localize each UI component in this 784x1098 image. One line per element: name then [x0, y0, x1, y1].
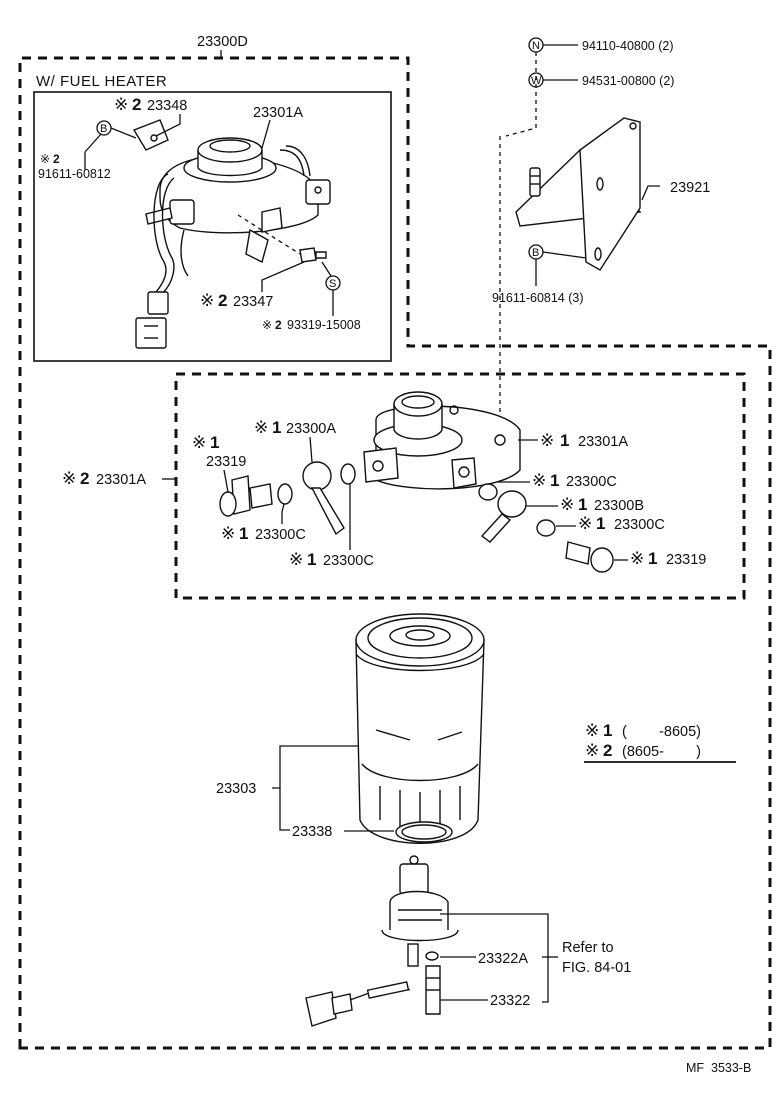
bolt-bracket-number: 91611-60814 (3) [492, 291, 584, 305]
p23300A-number: 23300A [286, 421, 336, 437]
bolt-top-left-code: 2 [53, 152, 60, 166]
bolt-top-left-number: 91611-60812 [38, 167, 111, 181]
p23300A-code: 1 [272, 418, 281, 437]
p23301A-left-mark: ※ [62, 469, 76, 489]
legend-row1-mark: ※ [585, 721, 599, 741]
p23319-left-leader [223, 469, 229, 493]
bolt-bracket-circle-letter: B [532, 247, 539, 259]
p23347-mark: ※ [200, 291, 214, 311]
p23322-number: 23322 [490, 993, 530, 1009]
p23301A-top-number: 23301A [253, 105, 303, 121]
p23300C-right2-number: 23300C [614, 517, 665, 533]
p23300C-left2-code: 1 [307, 550, 316, 569]
p23301A-left-number: 23301A [96, 472, 146, 488]
filter-leader-bottom [279, 788, 290, 831]
p23300C-left1-leader [281, 503, 285, 524]
p23319-left-code: 1 [210, 433, 219, 452]
sensor-drawing [305, 855, 459, 1027]
p23319-right-number: 23319 [666, 552, 706, 568]
p23301A-mid-code: 1 [560, 431, 569, 450]
p23300C-right1-mark: ※ [532, 471, 546, 491]
p23301A-mid-mark: ※ [540, 431, 554, 451]
figure-id: MF 3533-B [686, 1061, 751, 1075]
p23300B-mark: ※ [560, 495, 574, 515]
p23300B-code: 1 [578, 495, 587, 514]
p23348-mark: ※ [114, 95, 128, 115]
nut-n-number: 94110-40800 (2) [582, 39, 674, 53]
p23300C-right2-code: 1 [596, 514, 605, 533]
p23300C-left2-number: 23300C [323, 553, 374, 569]
legend-row2-mark: ※ [585, 741, 599, 761]
p23319-left-mark: ※ [192, 433, 206, 453]
legend-row2-code: 2 [603, 741, 612, 760]
washer-w-number: 94531-00800 (2) [582, 74, 674, 88]
screw-s-mark: ※ [262, 318, 272, 332]
p23319-right-mark: ※ [630, 549, 644, 569]
p23347-leader [261, 261, 305, 292]
filter-leader-top [272, 745, 358, 789]
p23347-code: 2 [218, 291, 227, 310]
nut-washer-dash-leader [505, 52, 537, 137]
p23300C-left1-code: 1 [239, 524, 248, 543]
p23301A-mid-number: 23301A [578, 434, 628, 450]
p23347-number: 23347 [233, 294, 273, 310]
p23319-right-code: 1 [648, 549, 657, 568]
p23300B-number: 23300B [594, 498, 644, 514]
fuel-heater-title: W/ FUEL HEATER [36, 73, 167, 90]
filter-head-drawing [219, 391, 614, 573]
screw-s-circle-letter: S [329, 278, 336, 290]
bolt-top-left-circle [96, 120, 112, 136]
bolt-bracket-leader [542, 251, 587, 259]
bolt-top-left-mark: ※ [40, 152, 50, 166]
oring-inner [401, 824, 447, 840]
washer-w-circle-letter: W [531, 75, 542, 87]
p23300C-right1-number: 23300C [566, 474, 617, 490]
screw-s-code: 2 [275, 318, 282, 332]
bracket-leader [641, 185, 660, 201]
screw-s-number: 93319-15008 [287, 318, 361, 332]
p23301A-top-leader [261, 119, 271, 149]
p23300C-right1-code: 1 [550, 471, 559, 490]
oring-number: 23338 [292, 824, 332, 840]
p23348-code: 2 [132, 95, 141, 114]
filter-number: 23303 [216, 781, 256, 797]
legend-row1-code: 1 [603, 721, 612, 740]
p23300C-left1-number: 23300C [255, 527, 306, 543]
p23319-left-number: 23319 [206, 454, 246, 470]
p23301A-left-code: 2 [80, 469, 89, 488]
legend-row1-text: ( -8605) [622, 724, 701, 740]
p23348-leader [155, 114, 181, 137]
p23300C-left2-mark: ※ [289, 550, 303, 570]
bracket-drawing [515, 117, 642, 271]
bolt-top-left-leader3 [84, 133, 102, 153]
filter-cartridge-drawing [355, 613, 485, 844]
filter-head-boundary [174, 372, 746, 600]
legend-row2-text: (8605- ) [622, 744, 701, 760]
p23300C-right2-mark: ※ [578, 514, 592, 534]
bolt-top-left-leader [110, 127, 137, 139]
p23322A-number: 23322A [478, 951, 528, 967]
fuel-heater-box [33, 91, 392, 362]
bolt-top-left-circle-letter: B [100, 123, 107, 135]
refer-line1: Refer to [562, 940, 614, 956]
refer-bracket [440, 913, 549, 1003]
refer-line2: FIG. 84-01 [562, 960, 631, 976]
p23300A-mark: ※ [254, 418, 268, 438]
nut-n-circle-letter: N [532, 40, 540, 52]
p23300A-leader [309, 436, 313, 463]
fuel-heater-assembly-drawing [132, 119, 331, 349]
p23348-number: 23348 [147, 98, 187, 114]
assembly-boundary [18, 56, 772, 1050]
bracket-number: 23921 [670, 180, 710, 196]
screw-s-leader [321, 261, 332, 277]
assembly-number: 23300D [197, 34, 248, 50]
p23300C-left1-mark: ※ [221, 524, 235, 544]
